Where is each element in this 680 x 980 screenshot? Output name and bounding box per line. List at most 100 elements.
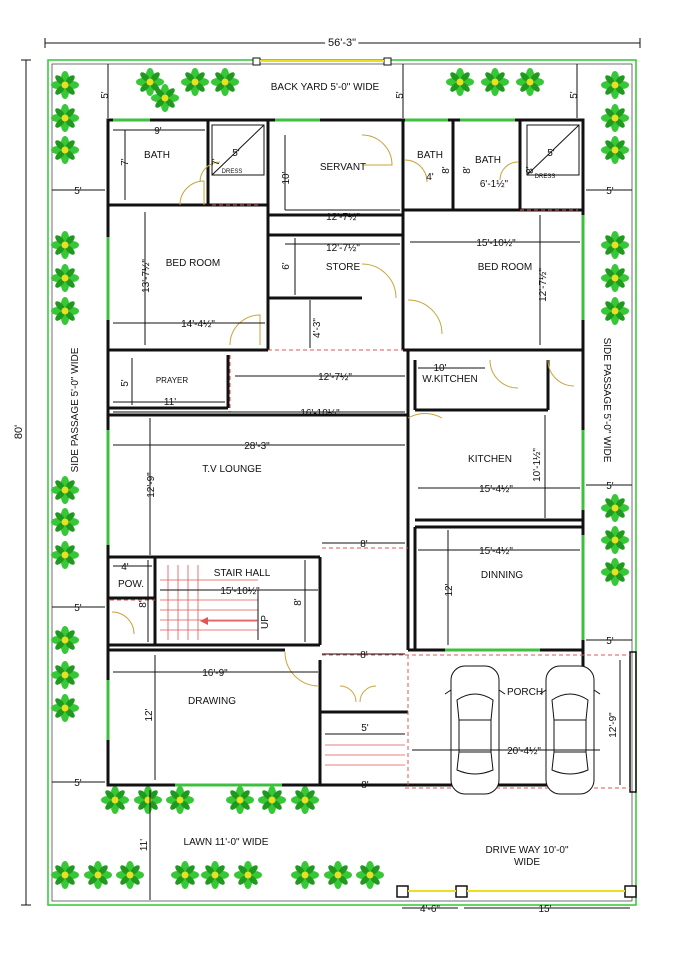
side-gap-left-3: 5' <box>74 778 82 789</box>
plant-icon <box>51 541 79 569</box>
hall-strip-width: 12'-7½" <box>318 372 352 383</box>
plant-icon <box>51 626 79 654</box>
overall-dimensions: 56'-3" 80' <box>13 34 641 906</box>
prayer-width: 11' <box>164 397 176 408</box>
plant-icon <box>201 861 229 889</box>
plant-icon <box>601 136 629 164</box>
backyard-depth-mid: 5' <box>395 91 406 99</box>
prayer-label: PRAYER <box>156 376 189 385</box>
plant-icon <box>51 508 79 536</box>
plant-icon <box>51 71 79 99</box>
plant-icon <box>291 786 319 814</box>
plant-icon <box>51 231 79 259</box>
plant-icon <box>171 861 199 889</box>
servant-label: SERVANT <box>320 162 366 173</box>
lounge-label: T.V LOUNGE <box>202 464 262 475</box>
stair-gap: 8' <box>360 539 368 550</box>
plant-icon <box>226 786 254 814</box>
plant-icon <box>291 861 319 889</box>
car-icon <box>444 665 506 795</box>
porch-label: PORCH <box>507 687 543 698</box>
kitchen-depth: 10'-1½" <box>532 448 543 482</box>
dress-cabinets <box>211 124 580 176</box>
bed-right-depth: 12'-7½" <box>538 268 549 302</box>
drawing-label: DRAWING <box>188 696 236 707</box>
drawing-depth: 12' <box>144 708 155 721</box>
bath-right-depth: 8' <box>462 166 473 174</box>
side-gap-right-2: 5' <box>606 481 614 492</box>
up-label: UP <box>260 615 271 629</box>
plant-icon <box>51 136 79 164</box>
overall-width-label: 56'-3" <box>328 37 356 49</box>
wkitchen-width: 10' <box>433 363 446 374</box>
backyard-label: BACK YARD 5'-0" WIDE <box>271 82 380 93</box>
lounge-width: 28'-3" <box>244 441 270 452</box>
plant-icon <box>51 694 79 722</box>
porch-column <box>629 651 637 793</box>
doors <box>111 134 575 703</box>
dining-width: 15'-4½" <box>479 546 513 557</box>
gate-post <box>396 885 409 898</box>
room-labels: BACK YARD 5'-0" WIDE BATH DRESS SERVANT … <box>70 82 612 868</box>
driveway-label-line2: WIDE <box>514 857 540 868</box>
plant-icon <box>51 264 79 292</box>
bed-right-width: 15'-10½" <box>476 238 516 249</box>
overall-depth-label: 80' <box>13 425 25 439</box>
stair-hall-label: STAIR HALL <box>214 568 271 579</box>
windows <box>106 118 585 787</box>
plant-icon <box>601 297 629 325</box>
prayer-depth: 5' <box>120 379 131 387</box>
stair-depth: 8' <box>293 598 304 606</box>
dress-right-label: DRESS <box>535 174 556 180</box>
drawing-width: 16'-9" <box>202 668 228 679</box>
plant-icon <box>324 861 352 889</box>
gate-right-width: 15' <box>538 904 551 915</box>
plant-icon <box>166 786 194 814</box>
plant-icon <box>51 661 79 689</box>
driveway-label-line1: DRIVE WAY 10'-0" <box>485 845 569 856</box>
bath-right-width: 6'-1½" <box>480 179 509 190</box>
plant-icon <box>84 861 112 889</box>
gate-left-width: 4'-6" <box>420 904 440 915</box>
plant-icon <box>601 526 629 554</box>
dining-depth: 12' <box>444 583 455 596</box>
bed-left-width: 14'-4½" <box>181 319 215 330</box>
servant-depth: 10' <box>281 171 292 184</box>
side-passage-left-label: SIDE PASSAGE 5'-0" WIDE <box>70 347 81 472</box>
bath-left-label: BATH <box>144 150 170 161</box>
porch-width: 20'-4½" <box>507 746 541 757</box>
servant-width: 12'-7½" <box>326 212 360 223</box>
bed-left-label: BED ROOM <box>166 258 220 269</box>
steps-width: 5' <box>361 723 369 734</box>
bath-left-depth: 7' <box>120 158 131 166</box>
plant-icon <box>516 68 544 96</box>
dinning-label: DINNING <box>481 570 523 581</box>
plant-icon <box>234 861 262 889</box>
bed-right-label: BED ROOM <box>478 262 532 273</box>
plant-icon <box>601 494 629 522</box>
bed-left-depth: 13'-7½" <box>141 259 152 293</box>
plant-icon <box>601 264 629 292</box>
passage-width: 16'-10½" <box>300 408 340 419</box>
bath-right-label: BATH <box>475 155 501 166</box>
walls <box>106 118 585 787</box>
side-gap-right-1: 5' <box>606 186 614 197</box>
plant-icon <box>181 68 209 96</box>
porch-depth: 12'-9" <box>608 712 619 738</box>
bath-mid-width: 4' <box>426 172 434 183</box>
drawing-gap: 8' <box>360 650 368 661</box>
plant-icon <box>356 861 384 889</box>
hidden-lines <box>110 204 630 789</box>
dress-left-width: 5' <box>232 148 240 159</box>
plant-icon <box>51 104 79 132</box>
side-gap-left-1: 5' <box>74 186 82 197</box>
backyard-depth-left: 5' <box>100 91 111 99</box>
plant-icon <box>601 558 629 586</box>
plant-icon <box>258 786 286 814</box>
lawn-gap: 8' <box>361 780 369 791</box>
gate-post <box>383 57 392 66</box>
plant-icon <box>116 861 144 889</box>
kitchen-label: KITCHEN <box>468 454 512 465</box>
gate-post <box>624 885 637 898</box>
plant-icon <box>601 104 629 132</box>
